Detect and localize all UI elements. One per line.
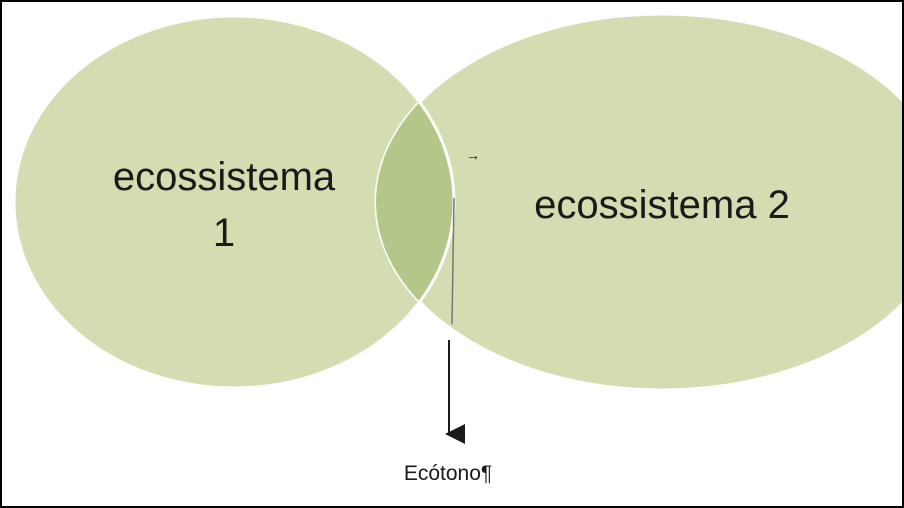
ecosystem-1-label-line2: 1	[213, 211, 235, 255]
ecosystem-2-label: ecossistema 2	[534, 183, 790, 227]
ecotone-inner-line	[451, 197, 455, 325]
ecotone-label: Ecótono¶	[404, 462, 492, 485]
ecosystem-1-circle	[14, 16, 454, 388]
tab-arrow-mark: →	[466, 147, 480, 163]
ecosystem-1-label-line1: ecossistema	[113, 155, 336, 199]
